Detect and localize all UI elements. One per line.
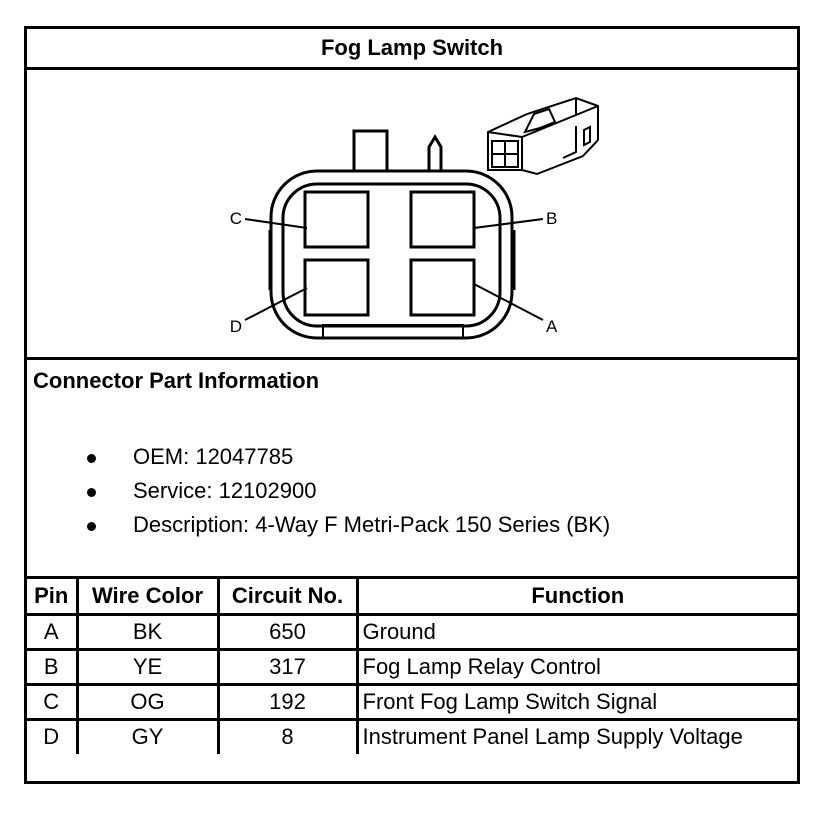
connector-diagram: C B D A [27,70,797,360]
bullet-icon [87,522,96,531]
cell-wire-color: OG [75,682,220,721]
connector-bottom-slot [322,324,464,338]
cavity-b [409,190,476,249]
cell-wire-color: BK [75,612,220,651]
bullet-icon [87,454,96,463]
cell-wire-color: GY [75,717,220,754]
connector-isometric-icon [487,96,599,176]
cell-wire-color: YE [75,647,220,686]
cell-pin: D [27,717,79,754]
cell-function: Ground [355,612,797,651]
table-row: C OG 192 Front Fog Lamp Switch Signal [27,682,797,721]
pin-label-a: A [546,317,558,336]
connector-document: Fog Lamp Switch [24,26,800,784]
document-title: Fog Lamp Switch [27,29,797,70]
cell-circuit-no: 650 [216,612,359,651]
leader-b [473,218,544,229]
table-row: D GY 8 Instrument Panel Lamp Supply Volt… [27,717,797,754]
cell-pin: B [27,647,79,686]
cell-function: Fog Lamp Relay Control [355,647,797,686]
part-info-item: OEM: 12047785 [83,440,610,474]
cell-pin: A [27,612,79,651]
connector-body-outer [269,169,514,340]
cell-pin: C [27,682,79,721]
header-circuit-no: Circuit No. [216,579,359,616]
header-wire-color: Wire Color [75,579,220,616]
pin-label-b: B [546,209,557,228]
connector-part-information: Connector Part Information OEM: 12047785… [27,360,797,579]
part-info-oem: OEM: 12047785 [133,444,294,469]
cell-function: Front Fog Lamp Switch Signal [355,682,797,721]
pin-label-d: D [230,317,242,336]
part-info-heading: Connector Part Information [33,368,320,393]
leader-a [473,283,544,321]
cell-circuit-no: 192 [216,682,359,721]
part-info-description: Description: 4-Way F Metri-Pack 150 Seri… [133,512,611,537]
header-function: Function [355,579,797,616]
cavity-d [303,258,370,317]
part-info-item: Description: 4-Way F Metri-Pack 150 Seri… [83,508,610,542]
bullet-icon [87,488,96,497]
leader-c [244,218,308,229]
cell-circuit-no: 8 [216,717,359,754]
pin-label-c: C [230,209,242,228]
connector-key-post [427,134,443,171]
table-row: B YE 317 Fog Lamp Relay Control [27,647,797,686]
cell-function: Instrument Panel Lamp Supply Voltage [355,717,797,754]
header-pin: Pin [27,579,79,616]
connector-side-rails [268,230,516,290]
cavity-a [409,258,476,317]
cell-circuit-no: 317 [216,647,359,686]
cavity-c [303,190,370,249]
pinout-table: Pin Wire Color Circuit No. Function A BK… [27,579,797,754]
connector-body-inner [281,182,502,328]
part-info-list: OEM: 12047785 Service: 12102900 Descript… [83,440,610,542]
table-row: A BK 650 Ground [27,612,797,651]
part-info-item: Service: 12102900 [83,474,610,508]
connector-latch-tab [352,129,389,171]
part-info-service: Service: 12102900 [133,478,317,503]
leader-d [244,287,308,321]
table-header-row: Pin Wire Color Circuit No. Function [27,579,797,616]
connector-face-drawing: C B D A [230,96,599,340]
